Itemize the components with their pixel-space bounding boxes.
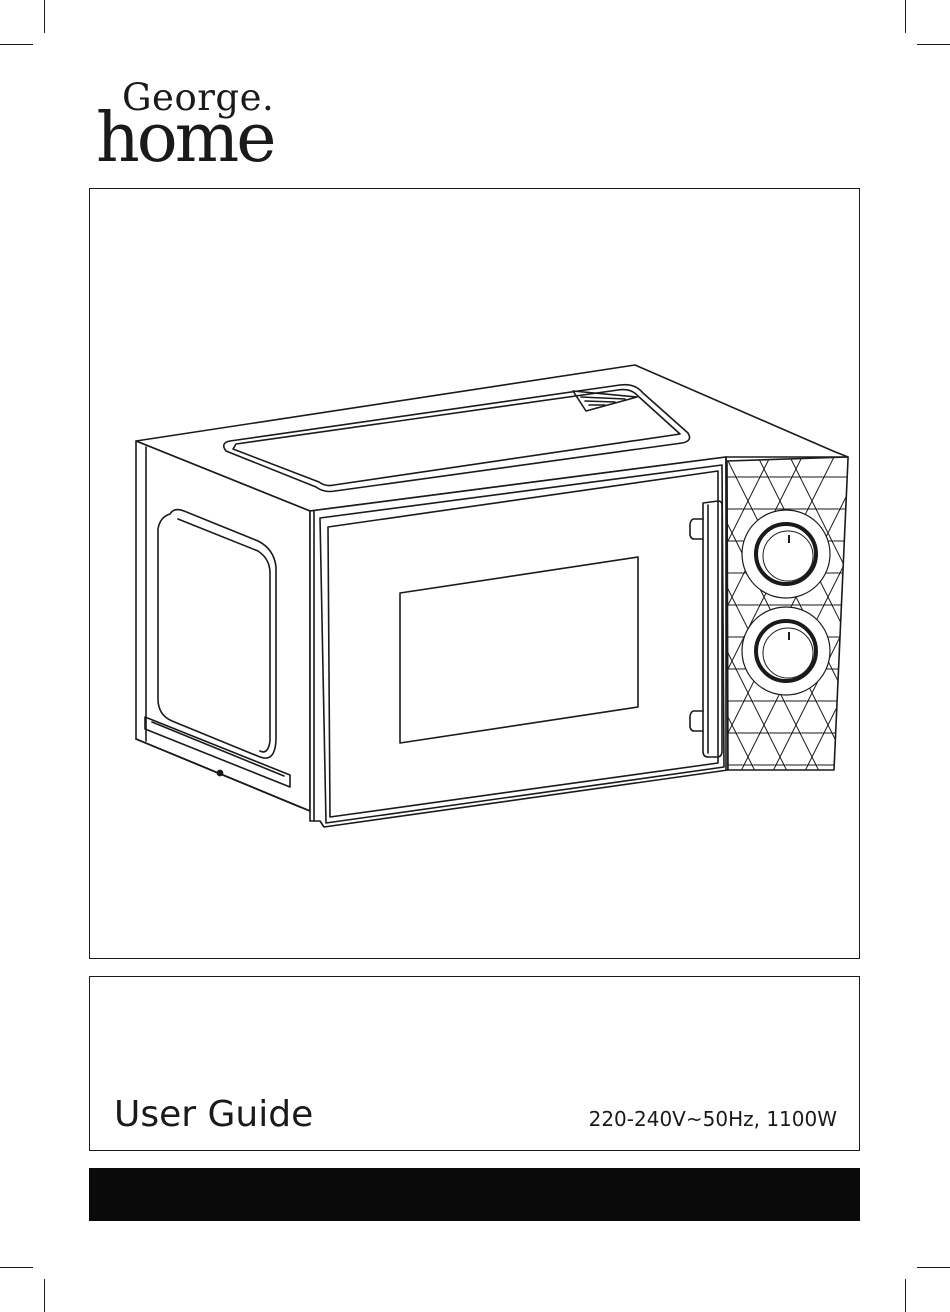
crop-mark-bottom-right-h	[917, 1267, 950, 1268]
footer-bar	[89, 1168, 860, 1221]
crop-mark-top-right-v	[905, 0, 906, 33]
product-image-frame	[89, 188, 860, 959]
power-rating: 220-240V~50Hz, 1100W	[589, 1107, 837, 1131]
brand-logo-line2: home	[96, 104, 273, 174]
document-title: User Guide	[114, 1095, 313, 1135]
cover-title-box: User Guide 220-240V~50Hz, 1100W	[89, 976, 860, 1151]
microwave-oven-line-drawing-icon	[90, 189, 861, 960]
brand-logo: George. home	[90, 78, 330, 178]
crop-mark-top-left-h	[0, 44, 33, 45]
crop-mark-bottom-left-h	[0, 1267, 33, 1268]
crop-mark-bottom-left-v	[44, 1279, 45, 1312]
crop-mark-top-right-h	[917, 44, 950, 45]
crop-mark-bottom-right-v	[905, 1279, 906, 1312]
crop-mark-top-left-v	[44, 0, 45, 33]
